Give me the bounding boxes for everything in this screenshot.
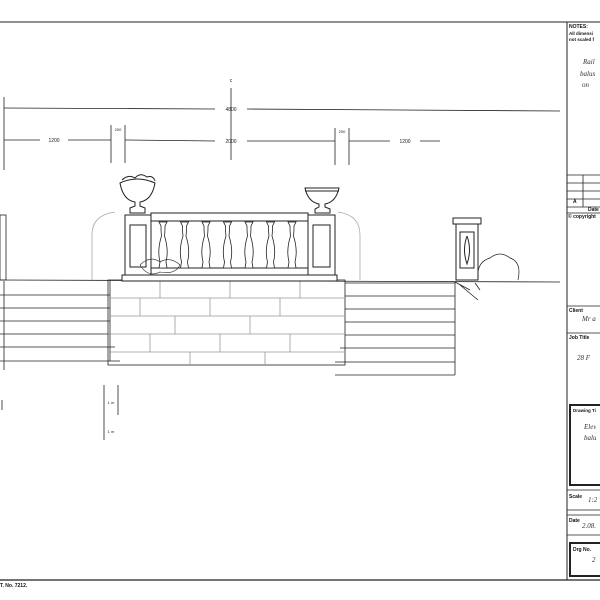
dim-overall: 4800 [225,107,236,113]
urn-right [304,187,340,214]
right-steps [335,282,456,376]
dim-left-gap: 200 [115,127,122,132]
date-value: 2.08. [582,522,596,530]
baluster [179,221,190,269]
drawing-title-value-1: Elev [584,423,597,431]
baluster [265,221,276,269]
job-title-label: Job Title [569,335,590,341]
dim-vertical-2: 1 m [108,429,115,434]
left-pillar [0,214,7,281]
title-block-grid [567,174,600,577]
revision-letter: A [573,199,577,205]
client-label: Client [569,308,583,314]
scale-value: 1:2 [588,496,598,504]
job-title-value: 28 F [577,354,591,362]
copyright: © copyright [568,214,596,220]
footer-ref: T. No. 7212. [0,583,28,589]
notes-line-2: not scaled f [569,37,595,42]
dimension-lines [1,88,561,440]
scale-label: Scale [569,494,583,500]
dim-right-stair: 1200 [399,139,410,145]
right-pillar [452,217,482,281]
baluster [287,221,297,269]
drg-no-label: Drg No. [573,547,592,553]
urn-left [119,174,156,214]
hatching [454,281,481,301]
baluster [158,221,168,269]
drawing-title-label: Drawing Ti [573,408,596,413]
baluster [244,221,254,269]
balusters [158,221,297,269]
shrub [477,253,520,281]
baluster [222,221,233,269]
baluster [201,221,211,269]
dim-vertical-1: 1 m [108,400,115,405]
date-label: Date [569,518,580,524]
client-value: Mr a [582,315,596,323]
notes-label: NOTES: [569,24,588,30]
centre-mark: c [230,78,233,84]
notes-line-1: All dimensi [569,31,594,36]
dim-left-stair: 1200 [48,138,59,144]
dim-right-gap: 200 [339,129,346,134]
drawing-title-value-2: balu [584,434,597,442]
notes-handwritten-2: balus [580,70,596,78]
drg-no-value: 2 [592,556,596,564]
notes-handwritten-3: on [582,81,589,89]
notes-handwritten-1: Rail [583,58,595,66]
left-steps [0,280,120,370]
balustrade [121,212,338,282]
planting [139,258,181,275]
revision-date-label: Date [588,207,599,213]
dim-center: 2000 [225,139,236,145]
